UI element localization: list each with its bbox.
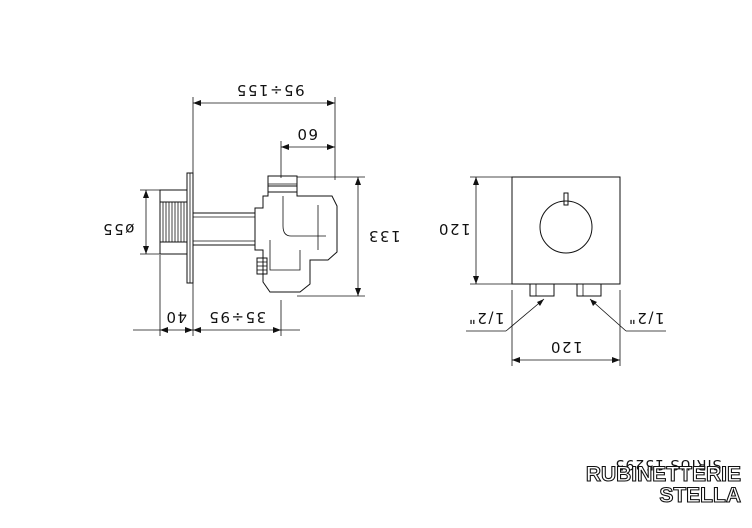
- body-depth-label: 60: [296, 125, 318, 143]
- body-depth-dimension: 60: [280, 125, 335, 178]
- side-view: 95÷155 60 133 ø55: [102, 81, 401, 336]
- plate-height-label: 120: [437, 220, 470, 238]
- knob: [159, 189, 188, 255]
- overall-length-dimension: 95÷155: [192, 81, 336, 190]
- plate-width-dimension: 120: [511, 290, 621, 366]
- inlet-leaders: 1/2" 1/2": [466, 298, 666, 332]
- overall-length-label: 95÷155: [235, 81, 304, 99]
- front-view: 120 1/2" 1/2": [437, 176, 666, 366]
- product-code: SIRIUS 15295: [615, 456, 722, 472]
- knob-diameter-label: ø55: [102, 220, 135, 238]
- brand-block: SIRIUS 15295 RUBINETTERIE STELLA: [585, 456, 741, 508]
- spindle: [192, 212, 256, 246]
- knob-diameter-dimension: ø55: [102, 189, 160, 255]
- valve-body: [254, 175, 338, 293]
- bottom-dimensions: 40 35÷95: [133, 255, 300, 336]
- height-label: 133: [367, 227, 400, 245]
- knob-depth-label: 40: [165, 308, 187, 326]
- brand-line-1: RUBINETTERIE: [586, 463, 741, 486]
- inlet-right-label: 1/2": [627, 309, 664, 327]
- handle-circle: [539, 200, 593, 254]
- cover-plate: [511, 176, 621, 285]
- handle-indicator: [563, 192, 569, 206]
- inlets: [529, 283, 602, 297]
- inlet-left-label: 1/2": [467, 309, 504, 327]
- plate-height-dimension: 120: [437, 176, 512, 285]
- plate-width-label: 120: [549, 338, 582, 356]
- brand-line-2: STELLA: [659, 484, 741, 507]
- height-dimension: 133: [297, 176, 401, 297]
- wall-range-label: 35÷95: [208, 308, 266, 326]
